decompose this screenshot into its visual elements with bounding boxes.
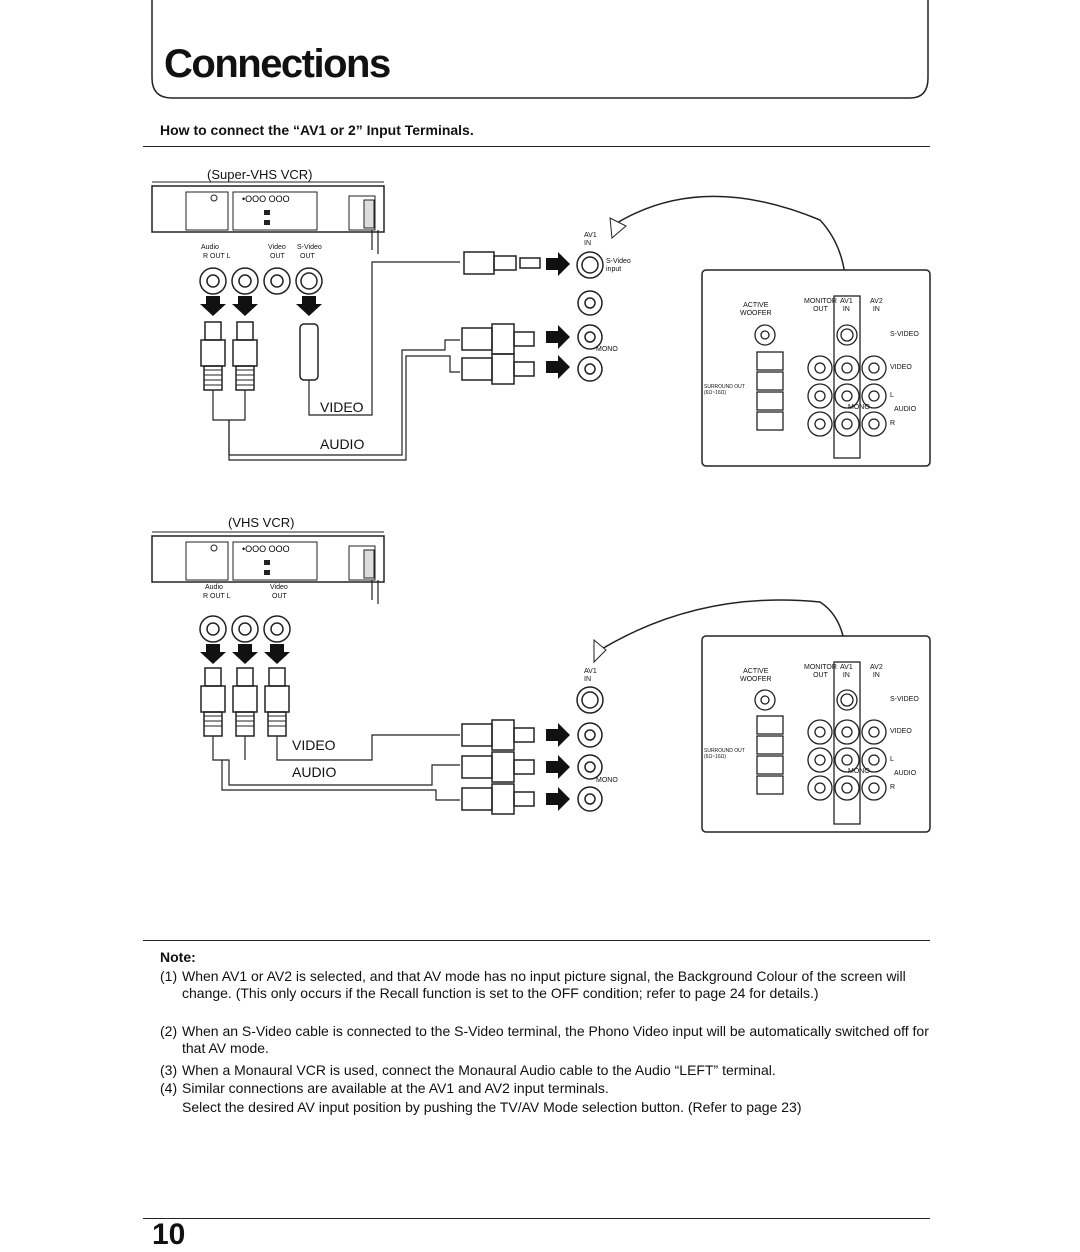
vhs-vcr-video-label: Video	[270, 584, 288, 591]
panel-audio-label-2: AUDIO	[894, 770, 917, 777]
av1-in-label: AV1 IN	[584, 232, 597, 247]
vhs-vcr-audio-label: Audio	[205, 584, 223, 591]
audio-cable-label: AUDIO	[320, 436, 365, 452]
note-number: (1)	[160, 968, 178, 984]
panel-av2-in-label-2: AV2 IN	[870, 664, 883, 679]
panel-video-label-2: VIDEO	[890, 728, 912, 735]
vhs-vcr-illustration: •OOO OOO	[151, 531, 931, 833]
panel-mono-label-2: MONO	[848, 768, 870, 775]
monitor-out-label-2: MONITOR OUT	[804, 664, 837, 679]
vhs-video-cable-label: VIDEO	[292, 737, 336, 753]
panel-l-label-2: L	[890, 756, 894, 763]
vcr-video-label: Video	[268, 244, 286, 251]
surround-out-label-2: SURROUND OUT (6Ω~16Ω)	[704, 748, 745, 760]
note-number: (4)	[160, 1080, 178, 1096]
footer-divider	[143, 1218, 930, 1219]
panel-mono-label: MONO	[848, 404, 870, 411]
panel-av2-in-label: AV2 IN	[870, 298, 883, 313]
note-number: (3)	[160, 1062, 178, 1078]
panel-av1-in-label: AV1 IN	[840, 298, 853, 313]
svg-text:•OOO OOO: •OOO OOO	[242, 194, 290, 204]
panel-r-label: R	[890, 420, 896, 427]
surround-out-label: SURROUND OUT (6Ω~16Ω)	[704, 384, 745, 396]
monitor-out-label: MONITOR OUT	[804, 298, 837, 313]
page-number: 10	[152, 1218, 186, 1251]
note-text: When an S-Video cable is connected to th…	[182, 1023, 929, 1056]
svideo-input-label: S-Video input	[606, 258, 631, 273]
vhs-mono-label: MONO	[596, 777, 618, 784]
note-text: Select the desired AV input position by …	[182, 1099, 802, 1115]
panel-l-label: L	[890, 392, 894, 399]
vhs-vcr-audio-out-label: R OUT L	[203, 593, 231, 600]
panel-audio-label: AUDIO	[894, 406, 917, 413]
video-cable-label: VIDEO	[320, 399, 364, 415]
panel-svideo-label: S-VIDEO	[890, 331, 919, 338]
note-text: Similar connections are available at the…	[182, 1080, 609, 1096]
panel-r-label-2: R	[890, 784, 896, 791]
panel-av1-in-label-2: AV1 IN	[840, 664, 853, 679]
note-heading: Note:	[160, 949, 196, 965]
super-vhs-vcr-illustration: •OOO OOO	[151, 181, 931, 467]
super-vhs-connection-diagram: (Super-VHS VCR) •OOO OOO	[0, 0, 1080, 480]
note-number: (2)	[160, 1023, 178, 1039]
mono-label: MONO	[596, 346, 618, 353]
vcr-audio-out-label: R OUT L	[203, 253, 231, 260]
super-vhs-vcr-label: (Super-VHS VCR)	[207, 167, 313, 182]
section-divider	[143, 146, 930, 147]
section-heading: How to connect the “AV1 or 2” Input Term…	[160, 122, 474, 138]
note-divider	[143, 940, 930, 941]
active-woofer-label-2: ACTIVE WOOFER	[740, 668, 772, 683]
svg-text:•OOO OOO: •OOO OOO	[242, 544, 290, 554]
note-text: When AV1 or AV2 is selected, and that AV…	[182, 968, 906, 1001]
vhs-connection-diagram: (VHS VCR) •OOO OOO	[151, 515, 931, 833]
note-item: Select the desired AV input position by …	[160, 1099, 930, 1116]
note-text: When a Monaural VCR is used, connect the…	[182, 1062, 776, 1078]
vhs-audio-cable-label: AUDIO	[292, 764, 337, 780]
vcr-audio-label: Audio	[201, 244, 219, 251]
title-frame	[151, 0, 929, 99]
vhs-vcr-video-out-label: OUT	[272, 593, 287, 600]
vhs-vcr-label: (VHS VCR)	[228, 515, 295, 530]
vcr-svideo-out-label: OUT	[300, 253, 315, 260]
active-woofer-label: ACTIVE WOOFER	[740, 302, 772, 317]
note-item: (4) Similar connections are available at…	[160, 1080, 930, 1097]
note-item: (1) When AV1 or AV2 is selected, and tha…	[160, 968, 930, 1002]
page-title: Connections	[164, 42, 391, 86]
panel-svideo-label-2: S-VIDEO	[890, 696, 919, 703]
panel-video-label: VIDEO	[890, 364, 912, 371]
vhs-av1-in-label: AV1 IN	[584, 668, 597, 683]
note-item: (3) When a Monaural VCR is used, connect…	[160, 1062, 930, 1079]
vcr-svideo-label: S-Video	[297, 244, 322, 251]
note-item: (2) When an S-Video cable is connected t…	[160, 1023, 930, 1057]
vcr-video-out-label: OUT	[270, 253, 285, 260]
